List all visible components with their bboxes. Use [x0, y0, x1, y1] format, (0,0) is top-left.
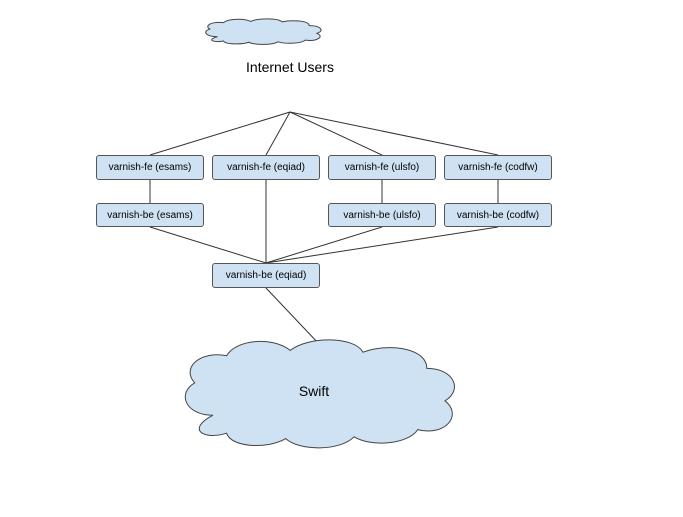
edge-users-fe-esams: [149, 111, 291, 156]
edge-be-esams-be-eqiad: [149, 226, 267, 264]
edge-be-ulsfo-be-eqiad: [265, 226, 383, 264]
edge-users-fe-eqiad: [265, 111, 291, 156]
node-varnish-fe-esams[interactable]: varnish-fe (esams): [96, 155, 204, 180]
node-varnish-fe-codfw[interactable]: varnish-fe (codfw): [444, 155, 552, 180]
cloud-swift: Swift: [298, 383, 330, 399]
node-varnish-be-ulsfo[interactable]: varnish-be (ulsfo): [328, 203, 436, 227]
node-varnish-be-eqiad[interactable]: varnish-be (eqiad): [212, 263, 320, 288]
node-varnish-be-codfw[interactable]: varnish-be (codfw): [444, 203, 552, 227]
cloud-swift-shape: [185, 340, 454, 448]
node-varnish-be-esams[interactable]: varnish-be (esams): [96, 203, 204, 227]
edge-be-codfw-be-eqiad: [265, 226, 499, 264]
edge-users-fe-ulsfo: [289, 111, 383, 156]
cloud-internet-users-shape: [206, 19, 321, 45]
edges-layer: [149, 111, 499, 346]
edge-be-eqiad-swift: [265, 287, 321, 346]
node-varnish-fe-ulsfo[interactable]: varnish-fe (ulsfo): [328, 155, 436, 180]
edge-users-fe-codfw: [289, 111, 499, 156]
node-varnish-fe-eqiad[interactable]: varnish-fe (eqiad): [212, 155, 320, 180]
cloud-internet-users: Internet Users: [246, 59, 334, 75]
